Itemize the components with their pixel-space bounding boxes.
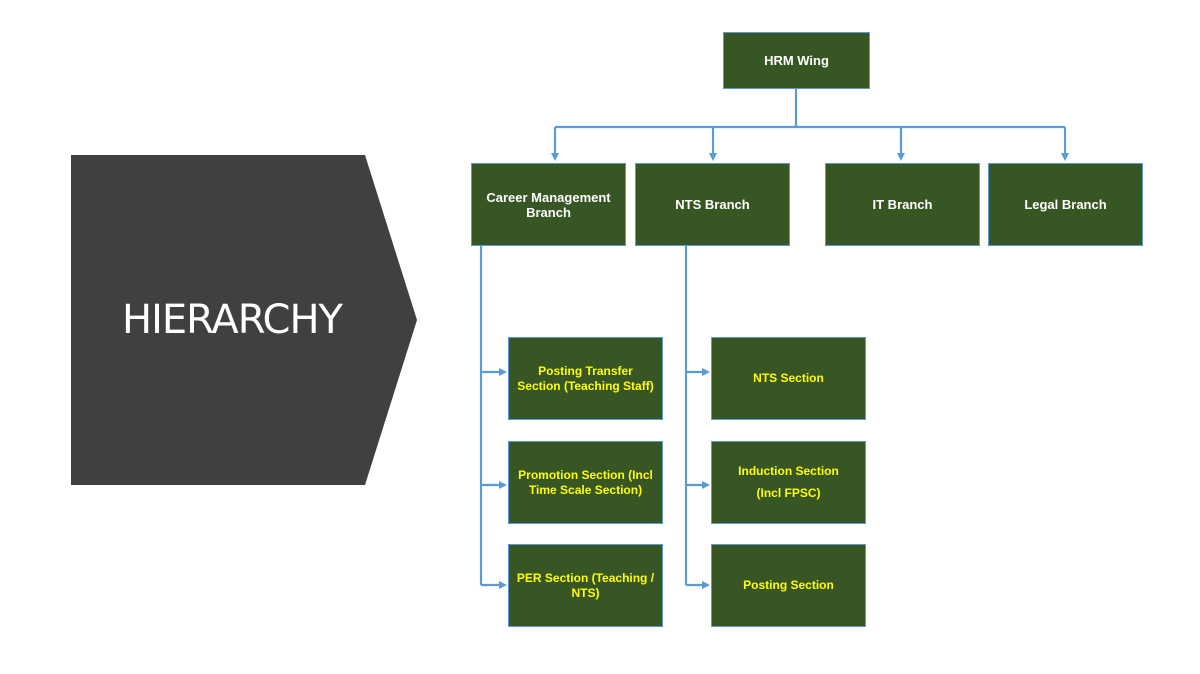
page-title: HIERARCHY [122,297,343,343]
node-career-management-branch: Career Management Branch [471,163,626,246]
node-legal-branch: Legal Branch [988,163,1143,246]
node-nts-section: NTS Section [711,337,866,420]
node-per-section: PER Section (Teaching / NTS) [508,544,663,627]
induction-section-line1: Induction Section [738,464,839,478]
node-posting-section: Posting Section [711,544,866,627]
node-induction-section: Induction Section (Incl FPSC) [711,441,866,524]
node-nts-branch: NTS Branch [635,163,790,246]
node-posting-transfer-section: Posting Transfer Section (Teaching Staff… [508,337,663,420]
node-hrm-wing: HRM Wing [723,32,870,89]
node-it-branch: IT Branch [825,163,980,246]
induction-section-line2: (Incl FPSC) [756,486,821,500]
node-promotion-section: Promotion Section (Incl Time Scale Secti… [508,441,663,524]
title-pentagon-shape [71,155,417,485]
